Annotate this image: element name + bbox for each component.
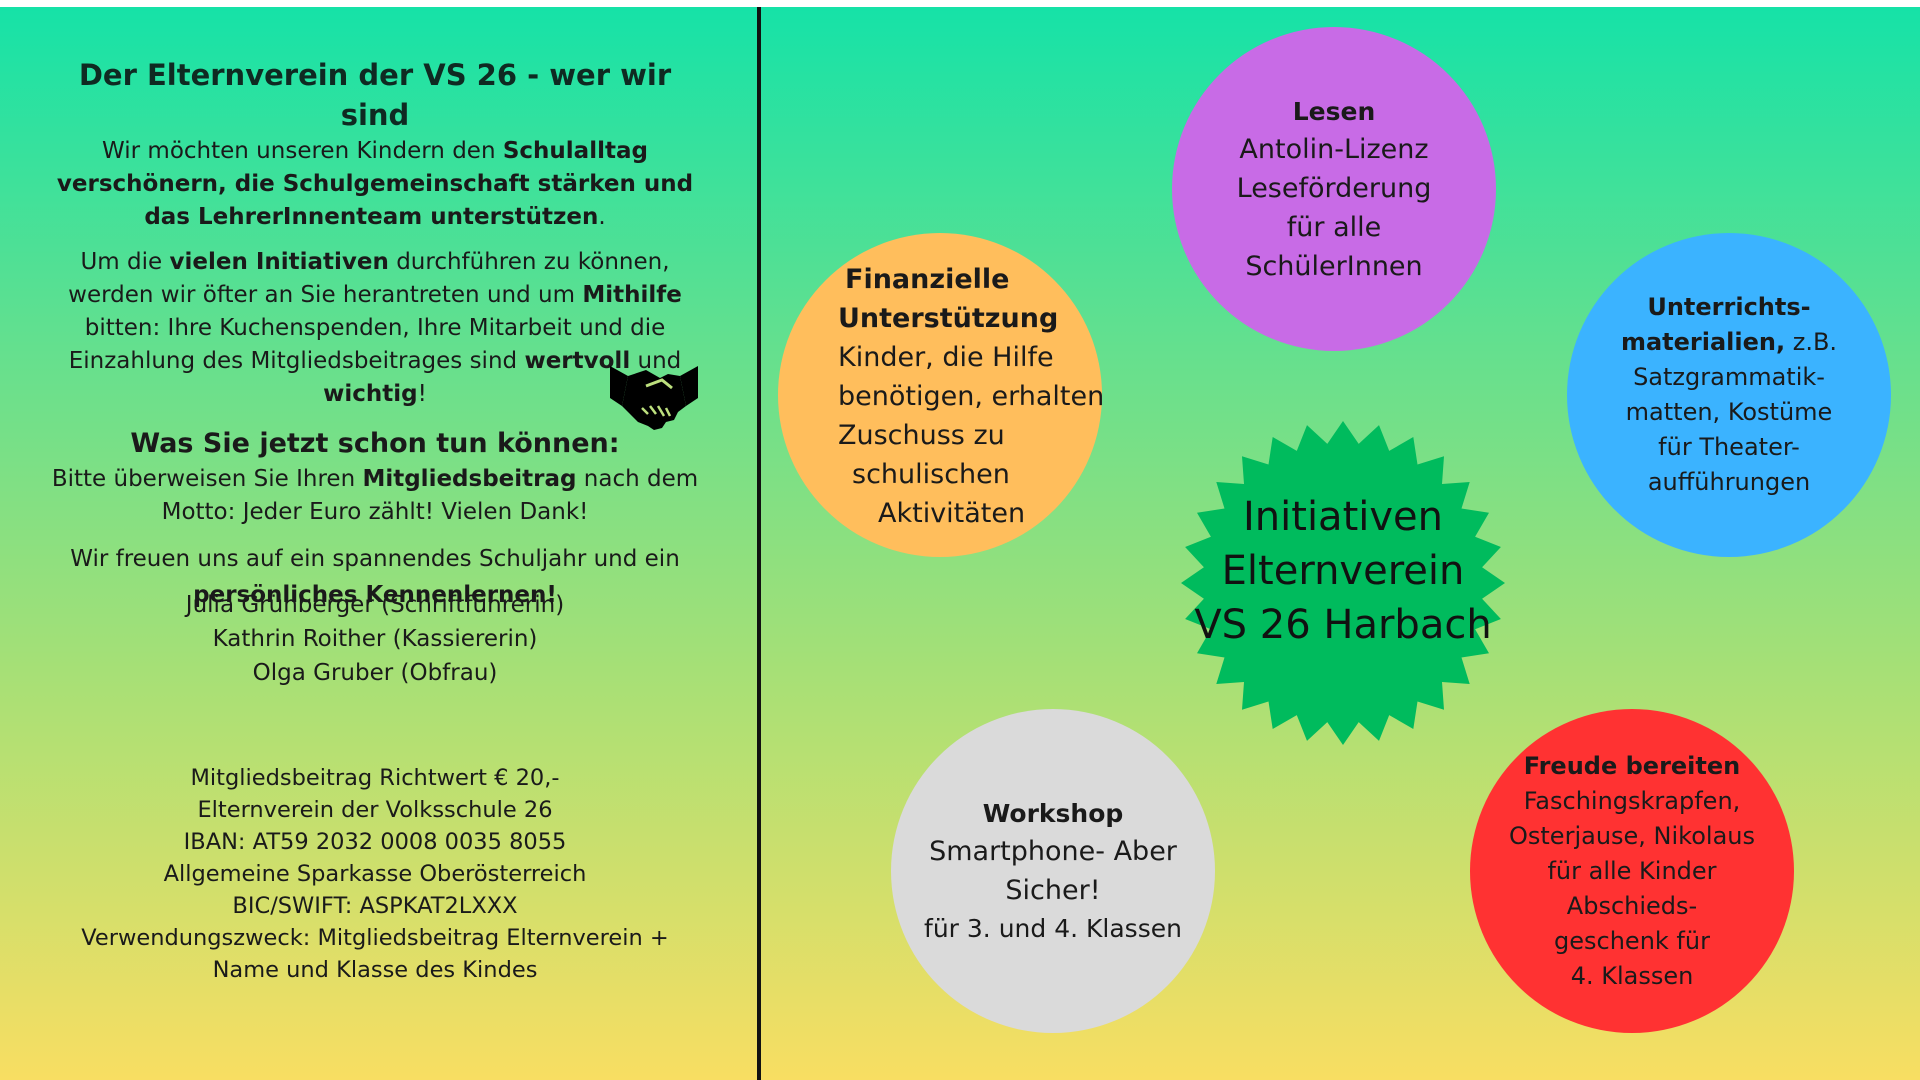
circle-line: Sicher!: [1005, 875, 1101, 906]
circle-finanzen: [778, 233, 1102, 557]
signature-line: Olga Gruber (Obfrau): [252, 660, 498, 686]
circle-line: Aktivitäten: [878, 498, 1026, 529]
bank-line: Elternverein der Volksschule 26: [197, 797, 553, 823]
circle-line: für Theater-: [1658, 433, 1800, 461]
circle-line: Leseförderung: [1236, 172, 1432, 204]
bold-text: vielen Initiativen: [169, 249, 389, 275]
bank-line: BIC/SWIFT: ASPKAT2LXXX: [232, 893, 518, 919]
signatures: Julia Grünberger (Schriftführerin) Kathr…: [45, 588, 705, 690]
center-title-line: Initiativen: [1243, 494, 1443, 540]
circle-line: Kinder, die Hilfe: [838, 342, 1054, 373]
circle-line: Osterjause, Nikolaus: [1509, 821, 1755, 850]
text-run: und: [630, 348, 682, 374]
membership-paragraph: Bitte überweisen Sie Ihren Mitgliedsbeit…: [45, 463, 705, 529]
text-run: .: [598, 204, 606, 230]
circle-title: Workshop: [982, 799, 1124, 828]
bold-text: Mitgliedsbeitrag: [362, 466, 577, 492]
circle-title: Finanzielle: [845, 264, 1010, 295]
closing-paragraph: Wir freuen uns auf ein spannendes Schulj…: [45, 541, 705, 613]
circle-line: 4. Klassen: [1570, 961, 1694, 990]
circle-title: Unterrichts-: [1647, 293, 1811, 321]
center-starburst: [1178, 418, 1508, 748]
circle-unterricht: Unterrichts- materialien, z.B. Satzgramm…: [1567, 233, 1891, 557]
circle-title: Unterstützung: [838, 303, 1059, 334]
signature-line: Kathrin Roither (Kassiererin): [212, 626, 538, 652]
circle-title: Freude bereiten: [1523, 751, 1741, 780]
text-run: bitten: Ihre Kuchenspenden, Ihre Mitarbe…: [68, 315, 666, 374]
page-title: Der Elternverein der VS 26 - wer wir sin…: [78, 58, 672, 132]
bank-line: Mitgliedsbeitrag Richtwert € 20,-: [190, 765, 560, 791]
circle-line: Satzgrammatik-: [1633, 363, 1825, 391]
circle-line: SchülerInnen: [1245, 250, 1423, 282]
circle-lesen: Lesen Antolin-Lizenz Leseförderung für a…: [1172, 27, 1496, 351]
circle-line: für alle Kinder: [1547, 856, 1717, 885]
bank-line: IBAN: AT59 2032 0008 0035 8055: [183, 829, 567, 855]
starburst-shape: [1181, 421, 1505, 745]
circle-line: Abschieds-: [1566, 891, 1698, 920]
text-run: Um die: [80, 249, 170, 275]
text-run: !: [417, 381, 427, 407]
center-title: Initiativen Elternverein VS 26 Harbach: [1178, 490, 1508, 652]
circle-line: benötigen, erhalten: [838, 381, 1105, 412]
circle-line: aufführungen: [1647, 468, 1811, 496]
text-run: Bitte überweisen Sie Ihren: [51, 466, 363, 492]
circle-line: geschenk für: [1554, 926, 1710, 955]
circle-line: Zuschuss zu: [838, 420, 1005, 451]
intro-paragraph: Wir möchten unseren Kindern den Schulall…: [45, 135, 705, 234]
circle-line: matten, Kostüme: [1625, 398, 1833, 426]
circle-line: Smartphone- Aber: [929, 836, 1177, 867]
center-title-line: VS 26 Harbach: [1194, 602, 1492, 648]
circle-title-suffix: z.B.: [1785, 328, 1838, 356]
vertical-divider: [757, 7, 761, 1080]
handshake-icon: [608, 356, 700, 434]
text-run: Wir möchten unseren Kindern den: [102, 138, 503, 164]
finanzen-text: Finanzielle Unterstützung Kinder, die Hi…: [838, 260, 1128, 533]
bold-text: Schulalltag verschönern, die Schulgemein…: [56, 138, 694, 230]
text-run: Wir freuen uns auf ein spannendes Schulj…: [70, 546, 680, 572]
circle-freude: Freude bereiten Faschingskrapfen, Osterj…: [1470, 709, 1794, 1033]
initiatives-paragraph: Um die vielen Initiativen durchführen zu…: [45, 246, 705, 411]
bold-text: persönliches Kennenlernen!: [193, 582, 557, 608]
bank-line: Verwendungszweck: Mitgliedsbeitrag Elter…: [81, 925, 669, 983]
subtitle: Was Sie jetzt schon tun können:: [130, 428, 620, 459]
center-title-line: Elternverein: [1221, 548, 1465, 594]
bank-line: Allgemeine Sparkasse Oberösterreich: [163, 861, 587, 887]
bold-text: Mithilfe: [582, 282, 682, 308]
text-run: durchführen zu können, werden wir öfter …: [68, 249, 670, 308]
circle-workshop: Workshop Smartphone- Aber Sicher! für 3.…: [891, 709, 1215, 1033]
circle-line: Antolin-Lizenz: [1239, 133, 1429, 165]
signature-line: Julia Grünberger (Schriftführerin): [185, 592, 565, 618]
bold-text: wichtig: [323, 381, 418, 407]
left-panel: Der Elternverein der VS 26 - wer wir sin…: [45, 55, 705, 613]
top-border: [0, 0, 1920, 7]
circle-title-line: materialien, z.B.: [1567, 325, 1891, 360]
circle-line: für 3. und 4. Klassen: [924, 914, 1182, 943]
circle-line: für alle: [1286, 211, 1382, 243]
bank-details: Mitgliedsbeitrag Richtwert € 20,- Eltern…: [45, 762, 705, 986]
circle-line: Faschingskrapfen,: [1523, 786, 1741, 815]
text-run: nach dem Motto: Jeder Euro zählt! Vielen…: [161, 466, 699, 525]
circle-line: schulischen: [852, 459, 1010, 490]
circle-title: materialien,: [1620, 328, 1786, 356]
circle-title: Lesen: [1292, 96, 1376, 126]
